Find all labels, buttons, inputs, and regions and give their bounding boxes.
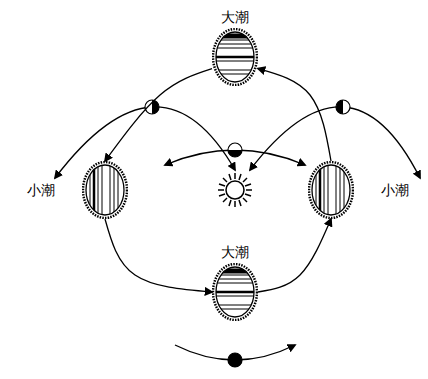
earth-node: 大潮	[212, 8, 258, 86]
moon-symbol	[336, 100, 350, 114]
orbit-arrow	[105, 69, 212, 161]
earth-symbol	[308, 161, 354, 219]
moon-orbit	[55, 107, 235, 178]
orbit-arrow	[258, 69, 331, 161]
sun-symbol	[218, 173, 252, 207]
tide-label: 小潮	[380, 181, 410, 199]
moon-symbol	[228, 143, 242, 157]
earth-symbol	[82, 161, 128, 219]
tide-label: 小潮	[26, 181, 56, 199]
moon-symbol	[228, 353, 242, 367]
earth-node: 大潮	[212, 243, 258, 321]
earth-symbol	[212, 263, 258, 321]
orbit-arrow	[105, 219, 212, 292]
tide-label: 大潮	[220, 243, 250, 261]
orbit-arrow	[258, 219, 331, 292]
tide-label: 大潮	[220, 8, 250, 26]
earth-node: 小潮	[308, 161, 410, 219]
earth-symbol	[212, 28, 258, 86]
earth-node: 小潮	[26, 161, 128, 219]
